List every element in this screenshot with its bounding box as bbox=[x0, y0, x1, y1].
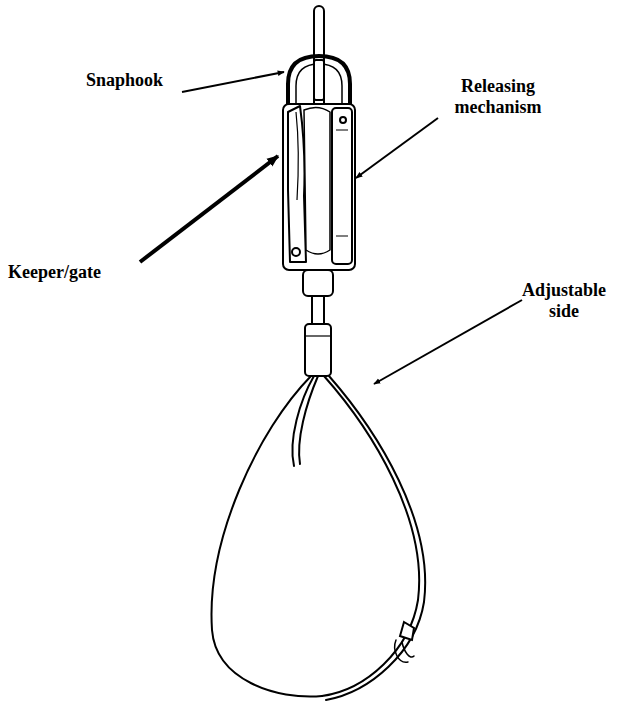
sling-loop bbox=[212, 376, 426, 700]
leader-arrow bbox=[140, 156, 278, 262]
leader-arrow bbox=[374, 300, 522, 384]
leader-arrows bbox=[140, 72, 522, 384]
part-label: Adjustable side bbox=[512, 280, 616, 322]
leader-arrow bbox=[356, 118, 438, 178]
snaphook-drawing bbox=[283, 6, 355, 376]
part-label: Releasing mechanism bbox=[438, 76, 558, 118]
part-label: Keeper/gate bbox=[8, 262, 138, 283]
part-label: Snaphook bbox=[86, 70, 186, 91]
leader-arrow bbox=[182, 72, 284, 92]
